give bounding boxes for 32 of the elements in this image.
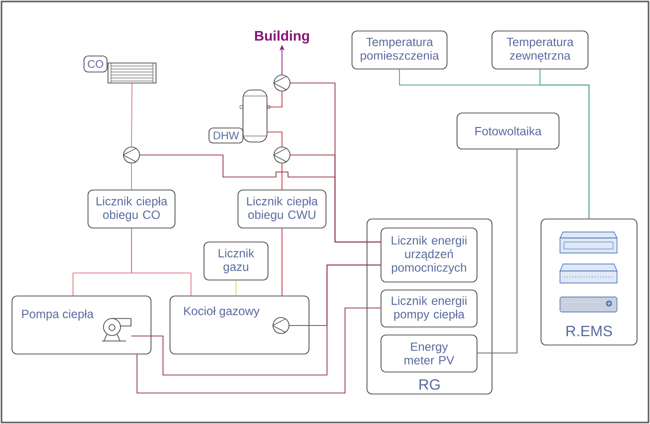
connector-line	[136, 308, 381, 394]
storage-tank	[240, 90, 270, 142]
unit-box: Kocioł gazowy	[170, 296, 310, 354]
controller-box: R.EMS	[540, 218, 638, 346]
connector-line	[131, 83, 132, 147]
meter-box: Licznik gazu	[204, 242, 268, 280]
pump-symbol	[272, 317, 290, 334]
fan-icon	[102, 318, 132, 342]
meter-box: Licznik energii urządzeń pomocniczych	[380, 228, 478, 282]
pump-symbol	[122, 146, 140, 164]
connector-line	[131, 163, 132, 190]
destination-label: Building	[255, 30, 309, 44]
connector-line	[267, 91, 282, 108]
pump-symbol	[273, 74, 290, 92]
meter-box: Energy meter PV	[380, 334, 478, 372]
meter-box: Licznik energii pompy ciepła	[380, 290, 478, 328]
connector-line	[130, 264, 381, 376]
connector-line	[477, 149, 518, 354]
pump-symbol	[273, 146, 290, 164]
sensor-box: Temperatura zewnętrzna	[492, 30, 588, 70]
tag-box: CO	[84, 56, 108, 72]
meter-box: Licznik ciepła obiegu CWU	[238, 190, 326, 228]
connector-line	[540, 69, 590, 219]
source-box: Fotowoltaika	[456, 112, 560, 150]
connector-line	[131, 228, 192, 296]
connector-line	[290, 154, 381, 242]
connector-line	[267, 132, 282, 147]
unit-box: Pompa ciepła	[12, 296, 152, 354]
sensor-box: Temperatura pomieszczenia	[352, 30, 448, 70]
meter-box: Licznik ciepła obiegu CO	[88, 190, 176, 228]
tag-box: DHW	[208, 128, 244, 144]
radiator-icon	[108, 62, 156, 84]
